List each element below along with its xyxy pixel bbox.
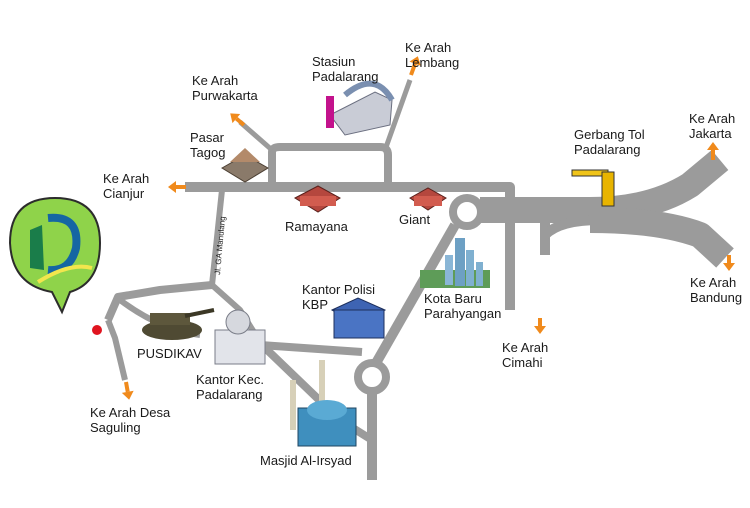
label-bandung: Ke Arah Bandung <box>690 275 742 305</box>
station-building-icon <box>326 80 395 136</box>
road-polisi <box>259 341 363 356</box>
label-kotabaru: Kota Baru Parahyangan <box>424 291 501 321</box>
label-jakarta: Ke Arah Jakarta <box>689 111 735 141</box>
road-network <box>104 79 734 480</box>
road-purwakarta <box>238 120 274 152</box>
landmark-icons <box>92 80 615 447</box>
arrow-saguling-icon <box>121 381 134 400</box>
label-bandung-line1: Ke Arah <box>690 275 737 290</box>
label-masjid: Masjid Al-Irsyad <box>260 453 352 468</box>
label-pasar-line1: Pasar <box>190 130 224 145</box>
skyscrapers-icon <box>420 238 490 288</box>
label-giant-line1: Giant <box>399 212 431 227</box>
tank-icon <box>142 308 215 340</box>
label-jakarta-line1: Ke Arah <box>689 111 736 126</box>
pasar-building-icon <box>221 148 269 183</box>
label-tol: Gerbang Tol Padalarang <box>574 127 645 157</box>
arrow-jakarta-icon <box>707 142 719 160</box>
label-bandung-line2: Bandung <box>690 290 743 305</box>
label-polisi-line2: KBP <box>302 297 329 312</box>
label-jakarta-line2: Jakarta <box>689 126 732 141</box>
label-kecamatan-line1: Kantor Kec. <box>196 372 264 387</box>
road-to-roundabout <box>455 182 515 200</box>
label-kecamatan-line2: Padalarang <box>196 387 263 402</box>
label-stasiun-line1: Stasiun <box>312 54 356 69</box>
label-purwakarta: Ke Arah Purwakarta <box>192 73 258 103</box>
label-purwakarta-line2: Purwakarta <box>192 88 258 103</box>
station-loop-road <box>268 143 392 187</box>
roundabout-lower <box>354 359 390 395</box>
toll-branch-left2 <box>541 215 601 239</box>
label-lembang: Ke Arah Lembang <box>405 40 459 70</box>
road-lembang <box>382 79 413 151</box>
label-cianjur-line2: Cianjur <box>103 186 145 201</box>
label-pasar-line2: Tagog <box>190 145 226 160</box>
roundabout-upper <box>449 194 485 230</box>
diagonal-road <box>367 222 460 373</box>
label-tol-line1: Gerbang Tol <box>574 127 645 142</box>
label-lembang-line2: Lembang <box>405 55 460 70</box>
label-masjid-line1: Masjid Al-Irsyad <box>260 453 352 468</box>
label-polisi: Kantor Polisi KBP <box>302 282 375 312</box>
ramayana-building-icon <box>293 185 341 213</box>
label-ramayana-line1: Ramayana <box>285 219 348 234</box>
location-marker-icon <box>92 325 102 335</box>
toll-road <box>480 150 729 223</box>
label-polisi-line1: Kantor Polisi <box>302 282 375 297</box>
label-kotabaru-line2: Parahyangan <box>424 306 502 321</box>
label-kotabaru-line1: Kota Baru <box>424 291 482 306</box>
label-pasar: Pasar Tagog <box>190 130 225 160</box>
label-stasiun-line2: Padalarang <box>312 69 379 84</box>
label-lembang-line1: Ke Arah <box>405 40 452 55</box>
label-cianjur: Ke Arah Cianjur <box>103 171 149 201</box>
arrow-cianjur-icon <box>168 181 186 193</box>
label-tol-line2: Padalarang <box>574 142 641 157</box>
arrow-purwakarta-icon <box>230 113 246 127</box>
kecamatan-office-icon <box>214 309 266 365</box>
road-left-loop <box>104 281 213 322</box>
label-purwakarta-line1: Ke Arah <box>192 73 239 88</box>
label-kecamatan: Kantor Kec. Padalarang <box>196 372 264 402</box>
label-pusdikav-line1: PUSDIKAV <box>137 346 202 361</box>
label-stasiun: Stasiun Padalarang <box>312 54 379 84</box>
direction-arrows <box>121 56 735 400</box>
label-cianjur-line1: Ke Arah <box>103 171 150 186</box>
arrow-bandung-icon <box>723 255 735 271</box>
toll-road-bandung <box>589 207 734 268</box>
label-saguling-line2: Saguling <box>90 420 141 435</box>
company-logo <box>8 196 102 315</box>
street-label: Jl. GA Manulang <box>213 216 227 275</box>
label-cimahi: Ke Arah Cimahi <box>502 340 548 370</box>
label-cimahi-line2: Cimahi <box>502 355 543 370</box>
label-cimahi-line1: Ke Arah <box>502 340 549 355</box>
toll-gate-icon <box>571 169 615 207</box>
label-giant: Giant <box>399 212 430 227</box>
arrow-lembang-icon <box>409 56 421 76</box>
police-office-icon <box>330 297 387 339</box>
label-saguling: Ke Arah Desa Saguling <box>90 405 170 435</box>
giant-building-icon <box>409 187 447 211</box>
label-saguling-line1: Ke Arah Desa <box>90 405 171 420</box>
road-ga-manulang <box>209 189 225 286</box>
mosque-icon <box>290 360 357 447</box>
label-pusdikav: PUSDIKAV <box>137 346 202 361</box>
arrow-cimahi-icon <box>534 318 546 334</box>
road-saguling <box>105 318 128 381</box>
label-ramayana: Ramayana <box>285 219 348 234</box>
